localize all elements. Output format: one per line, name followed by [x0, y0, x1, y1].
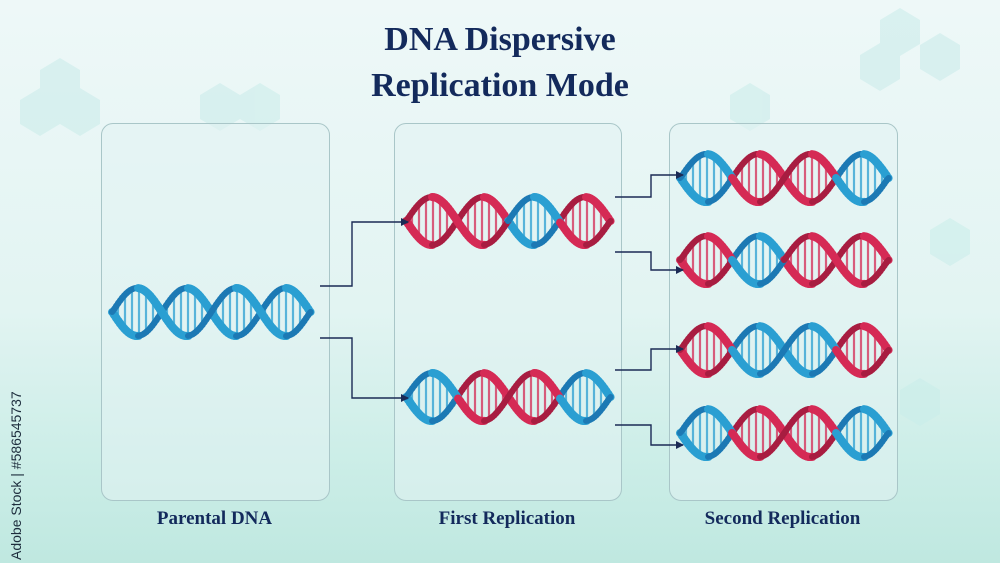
title-line-1: DNA Dispersive — [384, 21, 616, 58]
arrow-parental-to-first-bottom — [320, 337, 409, 402]
backbone-strand-2 — [883, 430, 892, 439]
second-replication-helix-4 — [676, 405, 893, 461]
arrow-first-bottom-to-second-4 — [615, 424, 684, 449]
arrow-first-top-to-second-2 — [615, 251, 684, 274]
first-replication-helix-bottom — [402, 369, 615, 425]
arrow-first-bottom-to-second-3 — [615, 345, 684, 371]
title-line-2: Replication Mode — [371, 67, 629, 104]
second-replication-label: Second Replication — [704, 508, 861, 529]
backbone-strand-2 — [605, 394, 614, 403]
second-replication-helix-2 — [676, 232, 893, 288]
backbone-strand-2 — [883, 347, 892, 356]
first-replication-label: First Replication — [438, 508, 576, 529]
backbone-strand-2 — [605, 218, 614, 227]
first-replication-helix-top — [402, 193, 615, 249]
backbone-strand-2 — [883, 175, 892, 184]
second-replication-helix-1 — [676, 150, 893, 206]
first-replication-panel — [394, 123, 622, 501]
arrow-first-top-to-second-1 — [615, 171, 684, 198]
second-replication-helix-3 — [676, 322, 893, 378]
parental-dna-label: Parental DNA — [156, 508, 273, 529]
arrow-parental-to-first-top — [320, 218, 409, 287]
backbone-strand-2 — [883, 257, 892, 266]
backbone-strand-2 — [305, 309, 314, 319]
stock-id-watermark: Adobe Stock | #586545737 — [8, 391, 24, 560]
parental-dna-helix — [108, 284, 315, 340]
